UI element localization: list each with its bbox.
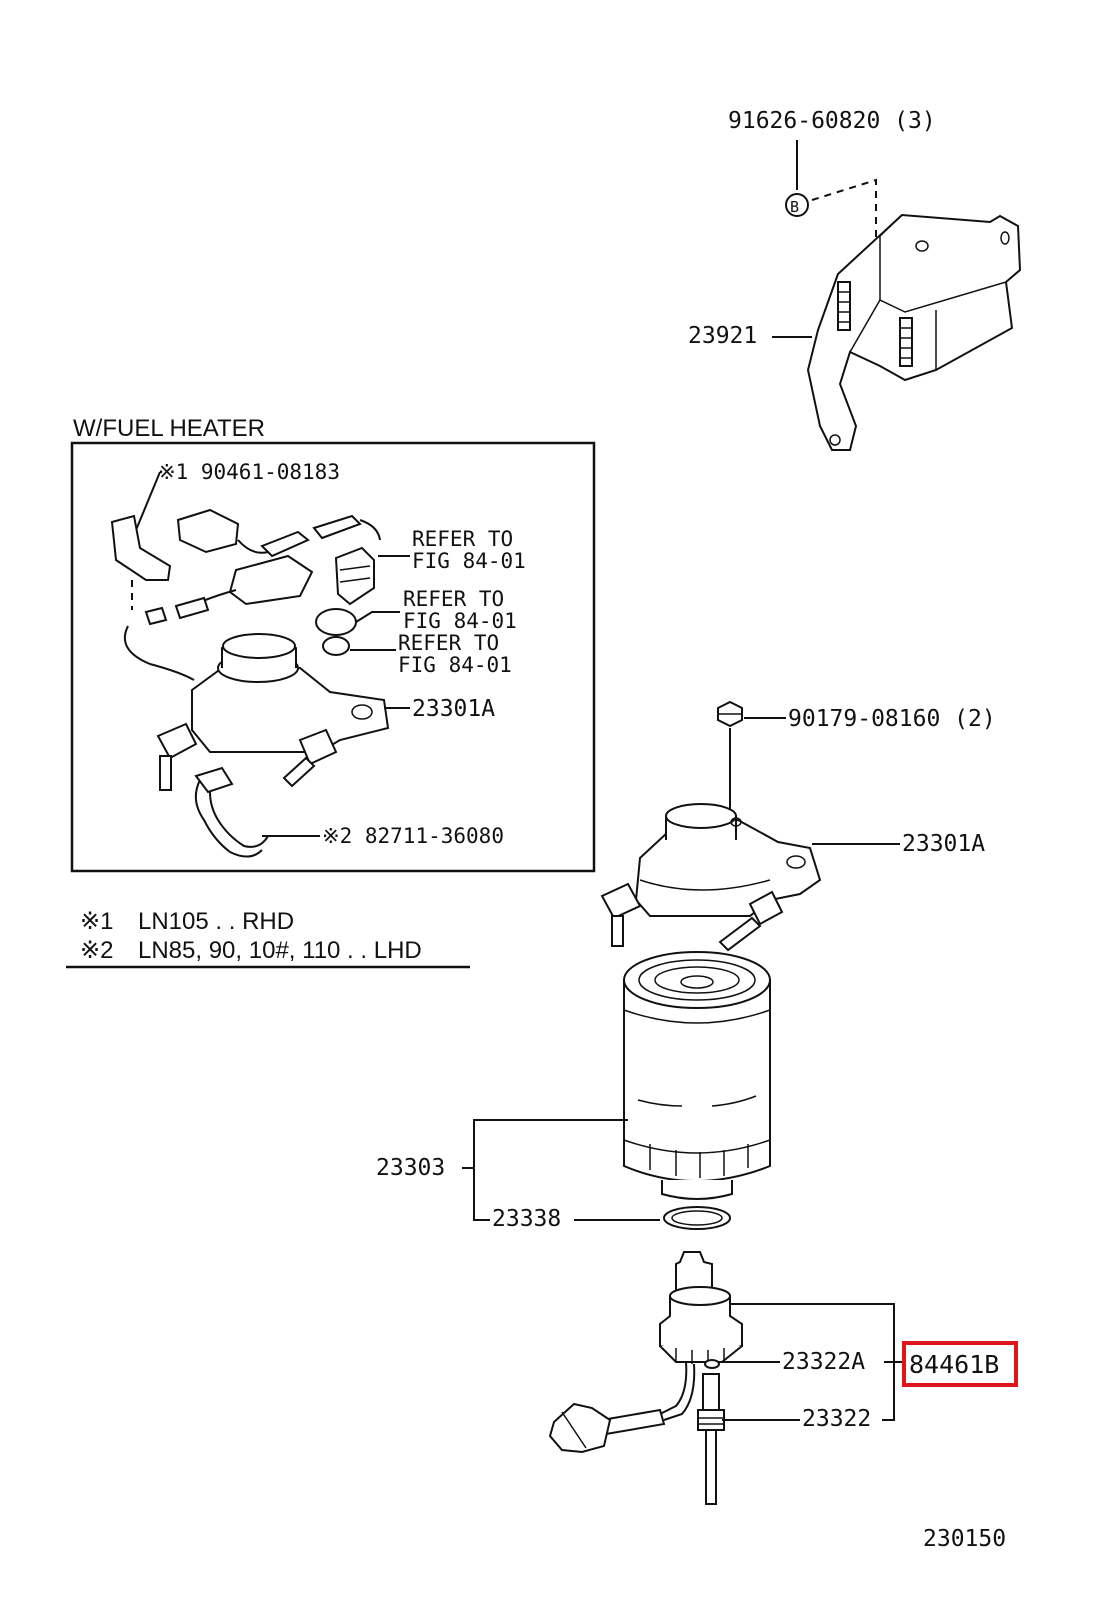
filter-cartridge-top	[623, 951, 771, 1009]
bolt-marker-letter: B	[790, 198, 799, 216]
inset-harness-1	[194, 779, 263, 858]
note2-text: LN85, 90, 10#, 110 . . LHD	[138, 937, 422, 964]
heater-pin-2	[144, 606, 168, 626]
filter-cartridge-band-2	[623, 1139, 771, 1154]
refer-3-line1: REFER TO	[398, 631, 499, 655]
filter-head-label: 23301A	[902, 831, 985, 857]
inset-wire-label: ※2 82711-36080	[322, 824, 504, 848]
filter-cartridge-ring-2	[654, 966, 740, 994]
inset-relay-label: ※1 90461-08183	[158, 460, 340, 484]
inset-head-hole	[351, 704, 373, 720]
wire-a	[237, 539, 269, 554]
bolt-marker-circle	[785, 193, 809, 217]
bracket-group: 91626-60820 (3) B 23921	[688, 108, 1022, 451]
inset-title: W/FUEL HEATER	[73, 415, 265, 442]
pin-b	[312, 514, 362, 540]
inset-head-label: 23301A	[412, 696, 495, 722]
relay-leader	[135, 471, 161, 531]
refer-1-line2: FIG 84-01	[412, 549, 526, 573]
bolt-dashed-path	[811, 178, 877, 262]
inset-harness-2	[209, 777, 269, 848]
bracket-slot	[1000, 231, 1010, 245]
bracket-hole	[915, 240, 929, 252]
stud-left	[837, 281, 851, 331]
note1-text: LN105 . . RHD	[138, 908, 294, 935]
filter-head-left-nipple	[600, 882, 642, 920]
figure-number: 230150	[923, 1526, 1006, 1552]
bracket-23921	[806, 213, 1022, 451]
sensor-label: 23322	[802, 1406, 871, 1432]
filter-head-group: 90179-08160 (2) 23301A	[600, 700, 996, 952]
filter-head-boss	[730, 817, 742, 827]
inset-right-pipe	[282, 756, 316, 788]
heater-oring-2	[322, 636, 350, 656]
refer-1-line1: REFER TO	[412, 527, 513, 551]
applicability-notes: ※1 LN105 . . RHD ※2 LN85, 90, 10#, 110 .…	[66, 908, 470, 969]
filter-cartridge-ring-1	[638, 959, 756, 1001]
sensor-probe-upper	[702, 1373, 720, 1411]
kit-highlight-box	[902, 1341, 1018, 1387]
heater-plug	[228, 554, 314, 606]
filter-head-flange	[639, 879, 771, 891]
nut-label: 90179-08160 (2)	[788, 706, 996, 732]
sensor-cap	[675, 1251, 713, 1291]
bracket-edge-2	[849, 299, 881, 353]
sensor-cable	[600, 1408, 666, 1436]
inset-harness-plug	[194, 766, 234, 794]
filter-head-right-nipple	[748, 890, 784, 926]
inset-filter-head	[191, 667, 390, 753]
inset-left-pipe	[159, 755, 172, 791]
fuel-heater-inset: W/FUEL HEATER ※1 90461-08183 REFER TO FI…	[70, 415, 596, 873]
filter-cartridge-thread	[680, 975, 714, 989]
filter-cartridge-bottom	[661, 1180, 733, 1200]
inset-left-nipple	[156, 722, 198, 760]
connector-a	[176, 508, 240, 554]
water-sensor-group: 23322A 23322 84461B	[548, 1251, 1018, 1505]
filter-head-right-pipe	[718, 916, 762, 952]
wire-b	[359, 519, 381, 541]
filter-assy-bracket	[473, 1119, 628, 1221]
filter-head-cap-top	[665, 803, 737, 829]
sensor-housing-top	[669, 1286, 731, 1306]
refer-2-line2: FIG 84-01	[403, 609, 517, 633]
filter-head-hole	[786, 855, 806, 869]
sensor-ring-label: 23322A	[782, 1349, 865, 1375]
sensor-harness-2	[663, 1363, 696, 1421]
stud-right	[899, 317, 913, 367]
inset-head-cap-top	[222, 633, 296, 659]
relay-part	[110, 514, 172, 581]
filter-cartridge-group: 23303 23338	[376, 951, 771, 1232]
filter-assy-label: 23303	[376, 1155, 445, 1181]
pin-a	[260, 530, 310, 558]
sensor-kit-label[interactable]: 84461B	[909, 1350, 999, 1379]
filter-head-left-pipe	[611, 915, 624, 947]
inset-right-nipple	[298, 728, 338, 766]
filter-cartridge-mark-1	[637, 1099, 683, 1107]
sensor-oring	[704, 1359, 720, 1369]
note2-mark: ※2	[80, 937, 113, 964]
filter-cartridge-band	[623, 1009, 771, 1024]
inset-frame	[70, 441, 596, 873]
gasket-inner	[671, 1210, 723, 1226]
refer-2-leader	[355, 611, 400, 623]
filter-cartridge-mark-2	[711, 1095, 757, 1107]
refer-3-line2: FIG 84-01	[398, 653, 512, 677]
heater-switch	[334, 546, 375, 606]
sensor-probe-nut	[697, 1409, 725, 1431]
bracket-label: 23921	[688, 323, 757, 349]
gasket-label: 23338	[492, 1206, 561, 1232]
bolt-top-label: 91626-60820 (3)	[728, 108, 936, 134]
sensor-flange	[659, 1345, 743, 1363]
sensor-harness-1	[659, 1361, 688, 1415]
bracket-foot-hole	[829, 434, 841, 446]
refer-2-line1: REFER TO	[403, 587, 504, 611]
inset-wire-loop	[123, 625, 195, 681]
heater-pin	[174, 596, 210, 620]
heater-oring-1	[315, 608, 357, 636]
sensor-connector	[548, 1402, 612, 1454]
sensor-probe-lower	[705, 1429, 717, 1505]
note1-mark: ※1	[80, 908, 113, 935]
